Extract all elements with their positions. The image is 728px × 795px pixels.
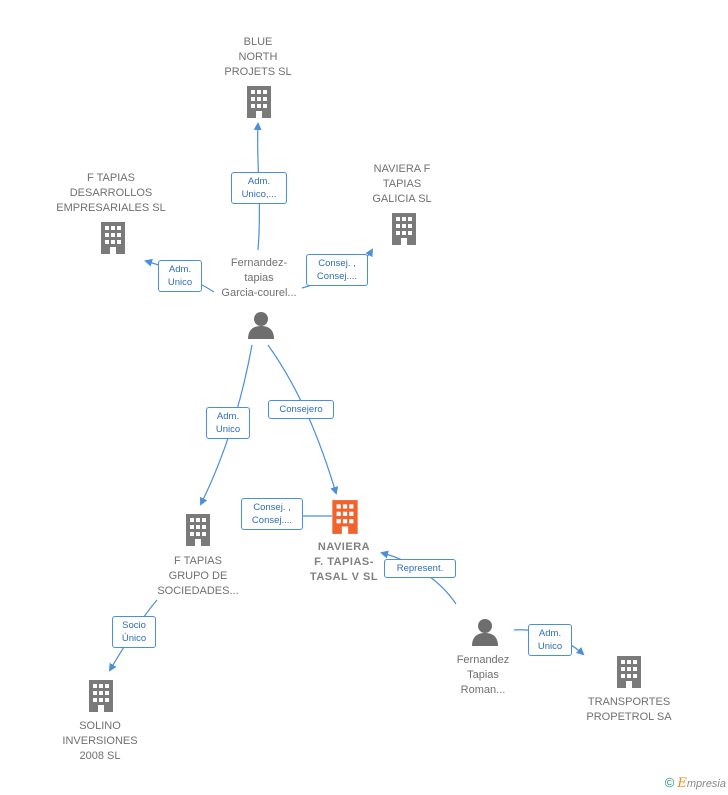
node-label-naviera-main[interactable]: NAVIERA F. TAPIAS- TASAL V SL: [309, 541, 379, 583]
brand-initial: E: [677, 776, 687, 791]
empresia-logo[interactable]: © Empresia: [665, 775, 726, 791]
building-icon: [89, 680, 113, 712]
node-label-f-tapias-grupo[interactable]: F TAPIAS GRUPO DE SOCIEDADES...: [157, 555, 239, 597]
edge-label-consejero[interactable]: Consejero: [268, 400, 334, 419]
edge-label-represent[interactable]: Represent.: [384, 559, 456, 578]
edge-label-socio-unico[interactable]: Socio Único: [112, 616, 156, 648]
node-label-transportes-propetrol[interactable]: TRANSPORTES PROPETROL SA: [586, 696, 672, 723]
brand-name: mpresia: [686, 778, 726, 790]
building-icon: [101, 222, 125, 254]
node-label-f-tapias-desarrollos[interactable]: F TAPIAS DESARROLLOS EMPRESARIALES SL: [56, 172, 166, 214]
building-icon: [247, 86, 271, 118]
node-label-fernandez-tapias-garcia[interactable]: Fernandez- tapias Garcia-courel...: [221, 257, 297, 299]
copyright-symbol: ©: [664, 775, 675, 790]
building-icon: [186, 514, 210, 546]
node-label-fernandez-tapias-roman[interactable]: Fernandez Tapias Roman...: [456, 654, 510, 696]
building-icon-main: [332, 500, 358, 534]
edge-line-consejero-main: [267, 344, 339, 495]
person-icon: [472, 619, 498, 646]
building-icon: [617, 656, 641, 688]
node-label-naviera-galicia[interactable]: NAVIERA F TAPIAS GALICIA SL: [372, 163, 432, 205]
edge-label-adm-unico[interactable]: Adm. Unico,...: [231, 172, 287, 204]
node-label-solino[interactable]: SOLINO INVERSIONES 2008 SL: [62, 720, 138, 762]
edge-label-adm-unico[interactable]: Adm. Unico: [206, 407, 250, 439]
node-label-blue-north[interactable]: BLUE NORTH PROJETS SL: [224, 36, 292, 78]
edge-label-adm-unico[interactable]: Adm. Unico: [528, 624, 572, 656]
edge-label-consej[interactable]: Consej. , Consej....: [306, 254, 368, 286]
person-icon: [248, 312, 274, 339]
building-icon: [392, 213, 416, 245]
edge-label-adm-unico[interactable]: Adm. Unico: [158, 260, 202, 292]
edge-label-consej[interactable]: Consej. , Consej....: [241, 498, 303, 530]
